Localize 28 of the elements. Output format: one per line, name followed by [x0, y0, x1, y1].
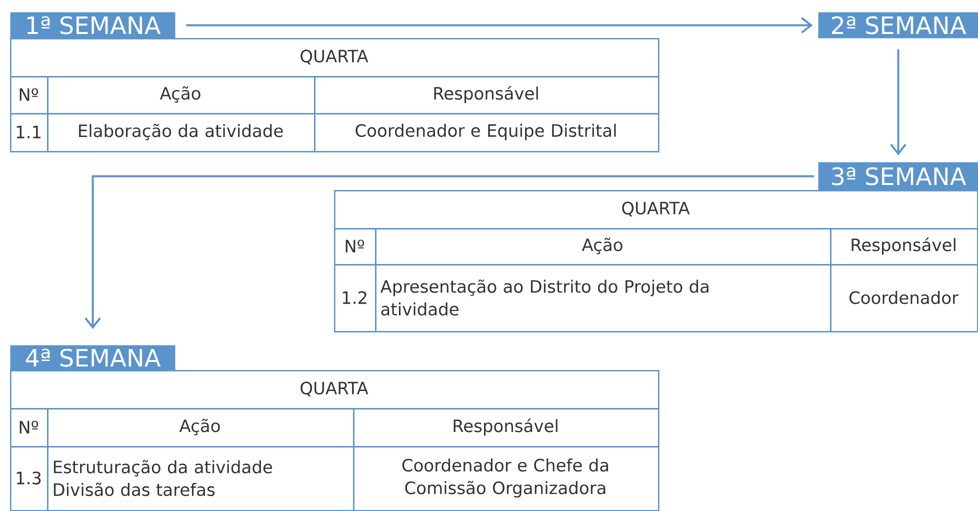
table-cell-text: Apresentação ao Distrito do Projeto da atividade [380, 279, 708, 316]
table-cell-text: Ação [582, 238, 622, 254]
table-cell-text: QUARTA [300, 50, 368, 64]
table-cell-text: 1.2 [342, 291, 366, 304]
week-banner: 2ª SEMANA [818, 12, 978, 38]
table-cell-text: 1.1 [16, 126, 40, 138]
table-cell-text: Nº [20, 88, 38, 101]
table-cell-text: Nº [346, 240, 364, 252]
table-cell-text: Coordenador e Equipe Distrital [356, 124, 616, 140]
week-banner: 1ª SEMANA [10, 12, 176, 38]
table-cell-text: QUARTA [622, 202, 690, 216]
table-cell-text: Elaboração da atividade [79, 124, 283, 140]
table-cell-text: Estruturação da atividade Divisão das tarefas [54, 460, 272, 496]
table-cell-text: Ação [179, 418, 220, 436]
table-cell-text: QUARTA [300, 382, 368, 396]
table-cell-text: Coordenador [849, 290, 959, 304]
arrow [84, 175, 814, 329]
table-cell-text: Nº [20, 420, 38, 434]
table-cell-text: Ação [160, 86, 200, 103]
table-cell-text: Responsável [454, 418, 558, 436]
table-cell-text: 1.3 [16, 472, 41, 484]
table-cell-text: Responsável [434, 86, 538, 104]
arrow [186, 17, 813, 34]
week-banner: 3ª SEMANA [818, 162, 978, 190]
arrow [890, 49, 906, 156]
table-cell-text: Coordenador e Chefe da Comissão Organizadora [402, 458, 608, 498]
week-banner: 4ª SEMANA [10, 345, 176, 370]
table-cell-text: Responsável [852, 237, 956, 255]
